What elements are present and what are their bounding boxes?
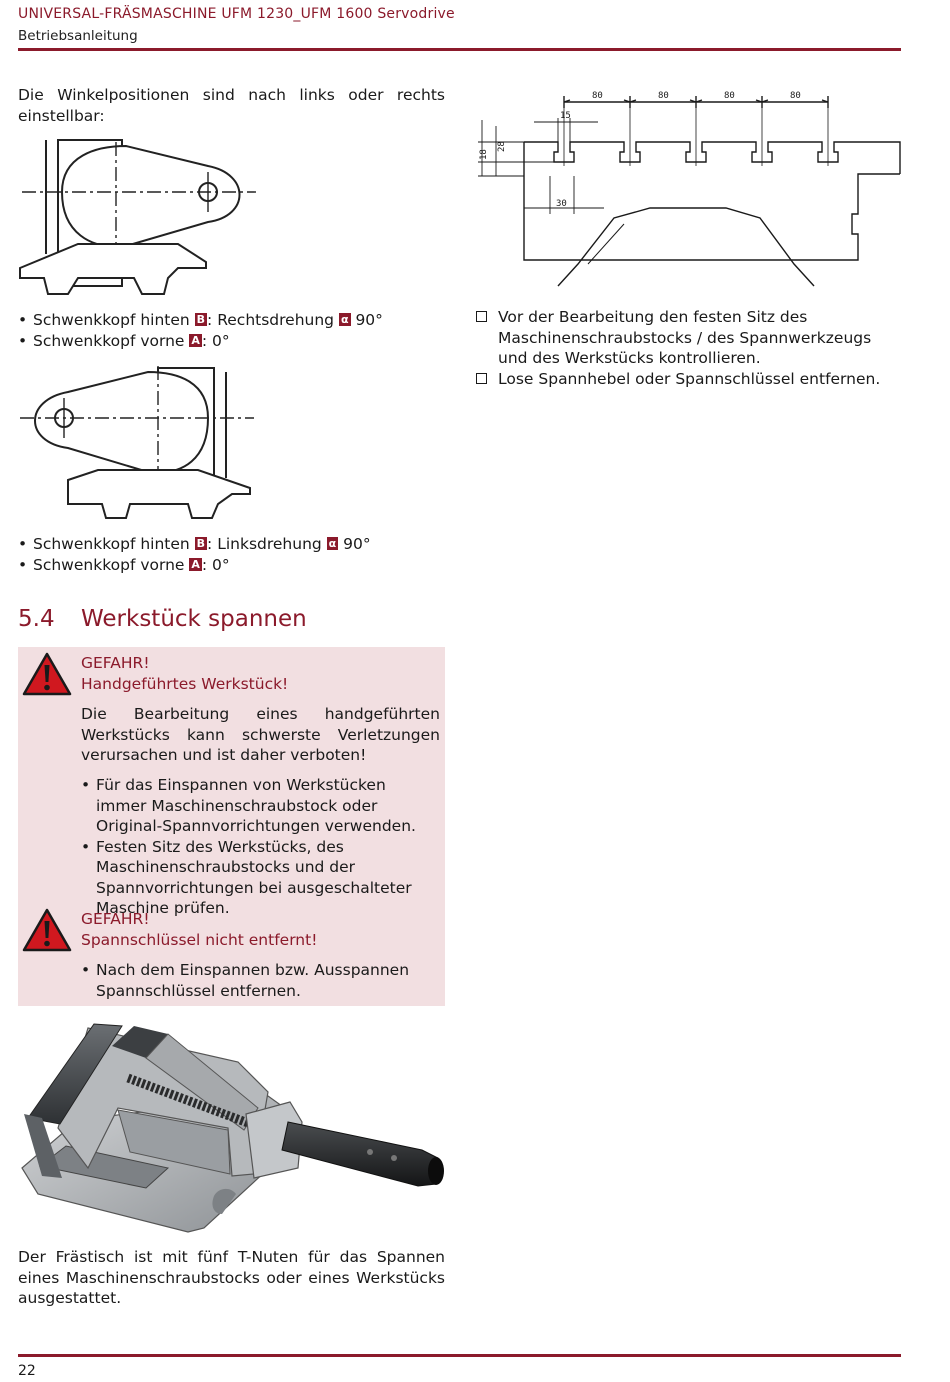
warning-label: GEFAHR! — [81, 654, 150, 672]
key-label-a: A — [189, 333, 202, 347]
checkbox-square-icon — [476, 311, 487, 322]
warning-label: GEFAHR! — [81, 910, 150, 928]
dim-slot-top: 15 — [560, 111, 571, 121]
key-label-a: A — [189, 557, 202, 571]
list-item: Schwenkkopf hinten B: Rechtsdrehung α 90… — [18, 310, 445, 331]
list-item: Festen Sitz des Werkstücks, des Maschine… — [81, 837, 440, 919]
alpha-symbol: α — [326, 537, 339, 550]
list-item: Schwenkkopf hinten B: Linksdrehung α 90° — [18, 534, 445, 555]
dim-slot-bottom: 30 — [556, 199, 567, 209]
document-subtitle: Betriebsanleitung — [18, 28, 138, 44]
check-list: Vor der Bearbeitung den festen Sitz des … — [474, 307, 904, 389]
document-title: UNIVERSAL-FRÄSMASCHINE UFM 1230_UFM 1600… — [18, 6, 455, 22]
dim-spacing-1: 80 — [592, 91, 603, 101]
warning-triangle-icon — [22, 908, 72, 952]
key-label-b: B — [194, 313, 208, 326]
warning-bullets: Für das Einspannen von Werkstücken immer… — [81, 775, 440, 919]
list-item: Schwenkkopf vorne A: 0° — [18, 331, 445, 352]
dim-depth-a: 18 — [479, 149, 489, 160]
list-item: Schwenkkopf vorne A: 0° — [18, 555, 445, 576]
dim-spacing-3: 80 — [724, 91, 735, 101]
page-number: 22 — [18, 1363, 36, 1379]
warning-title: Spannschlüssel nicht entfernt! — [81, 931, 318, 949]
t-slot-table-drawing: 80 80 80 80 15 30 18 28 — [478, 91, 901, 287]
checkbox-square-icon — [476, 372, 487, 384]
section-title: Werkstück spannen — [81, 606, 307, 632]
warning-title: Handgeführtes Werkstück! — [81, 675, 289, 693]
table-description: Der Frästisch ist mit fünf T-Nuten für d… — [18, 1248, 445, 1307]
position-list-right: Schwenkkopf hinten B: Rechtsdrehung α 90… — [18, 310, 445, 351]
alpha-symbol: α — [338, 313, 351, 326]
check-item: Vor der Bearbeitung den festen Sitz des … — [474, 307, 904, 369]
list-item: Für das Einspannen von Werkstücken immer… — [81, 775, 440, 837]
key-label-b: B — [194, 537, 208, 550]
header-rule — [18, 48, 901, 51]
dim-spacing-2: 80 — [658, 91, 669, 101]
check-item: Lose Spannhebel oder Spannschlüssel entf… — [474, 369, 904, 390]
intro-text: Die Winkelpositionen sind nach links ode… — [18, 86, 445, 125]
list-item: Nach dem Einspannen bzw. Ausspannen Span… — [81, 960, 440, 1001]
swivel-head-left-drawing — [20, 366, 254, 519]
machine-vise-image — [21, 1023, 444, 1233]
warning-bullets: Nach dem Einspannen bzw. Ausspannen Span… — [81, 960, 440, 1001]
warning-body: Die Bearbeitung eines handgeführten Werk… — [81, 705, 440, 764]
dim-depth-b: 28 — [497, 141, 507, 152]
warning-triangle-icon — [22, 652, 72, 696]
position-list-left: Schwenkkopf hinten B: Linksdrehung α 90°… — [18, 534, 445, 575]
dim-spacing-4: 80 — [790, 91, 801, 101]
swivel-head-right-drawing — [19, 139, 256, 295]
section-number: 5.4 — [18, 606, 55, 632]
footer-rule — [18, 1354, 901, 1357]
section-heading: 5.4 Werkstück spannen — [18, 604, 307, 634]
